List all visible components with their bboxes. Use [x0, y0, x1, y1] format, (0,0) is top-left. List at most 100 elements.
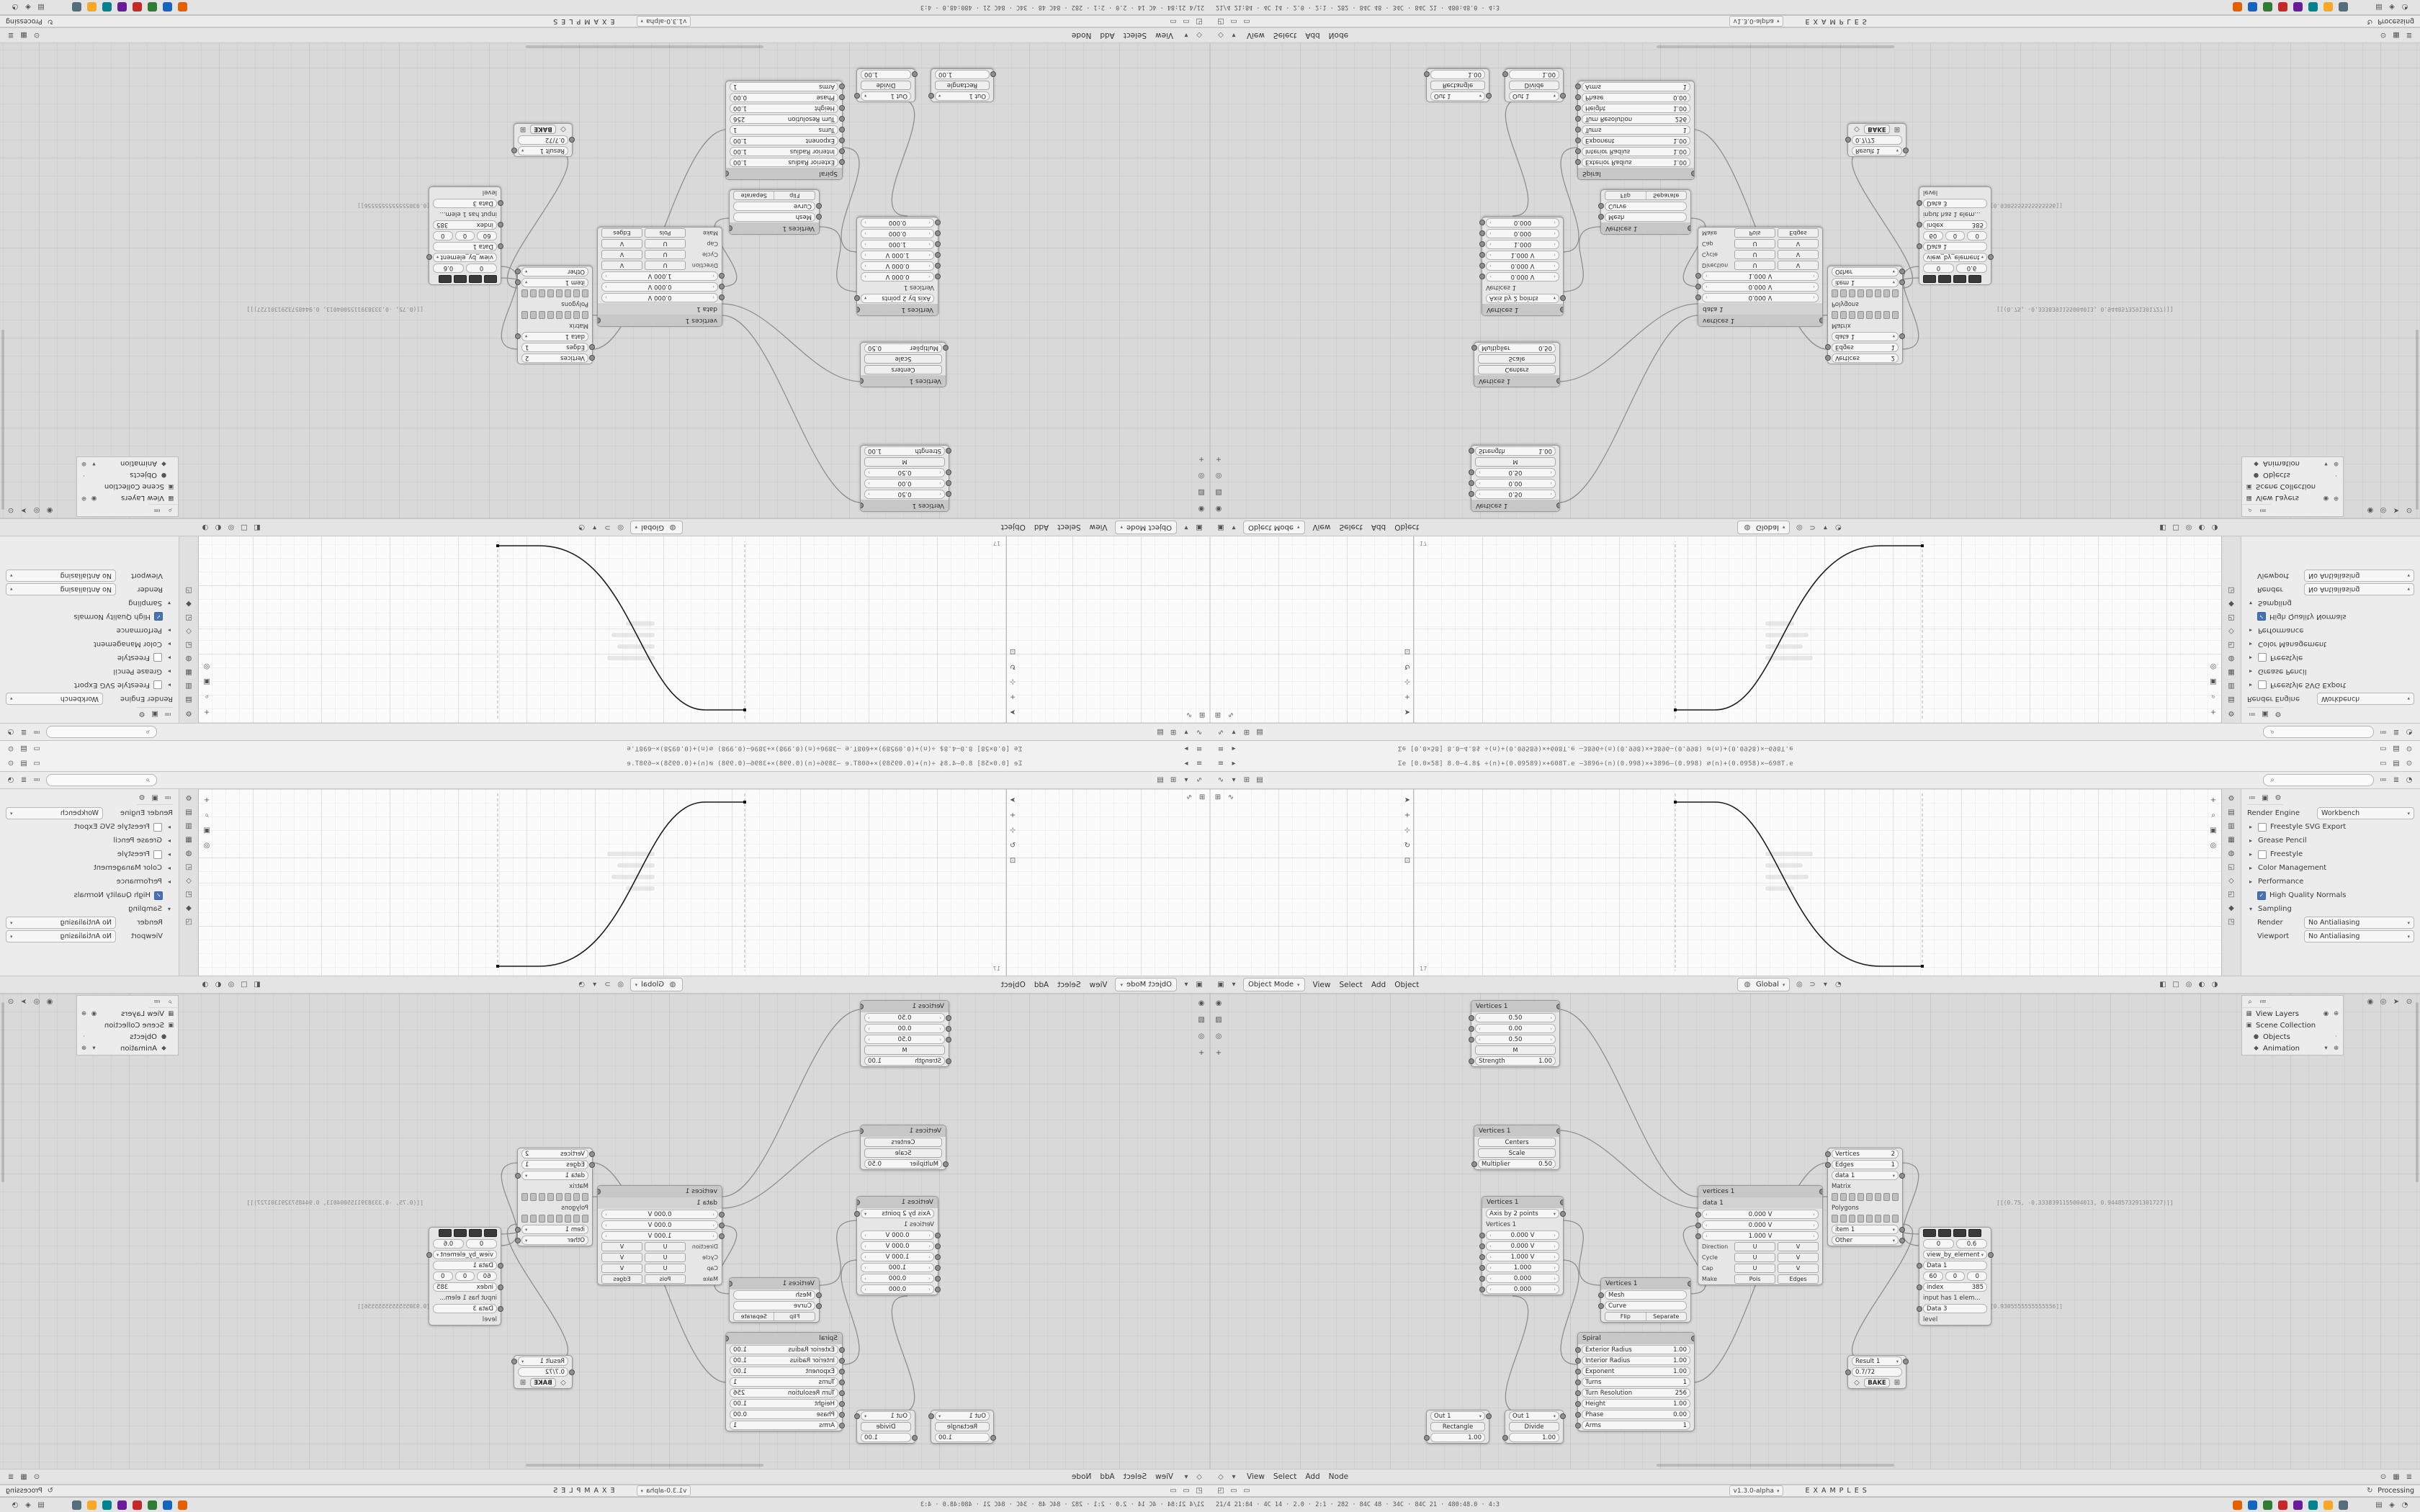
menu-object[interactable]: Object: [1000, 523, 1026, 532]
mouse-left-icon[interactable]: ◰: [1196, 17, 1203, 25]
input-socket[interactable]: [1575, 94, 1581, 100]
output-socket[interactable]: [730, 225, 732, 231]
matrix-cell[interactable]: [539, 289, 545, 297]
caret-right-icon[interactable]: ▸: [2249, 682, 2252, 688]
grid-cell-v[interactable]: V: [601, 1264, 642, 1273]
section-grease-pencil[interactable]: Grease Pencil: [2258, 667, 2307, 675]
node-number-field[interactable]: ‹0.000 V›: [1486, 272, 1559, 282]
output-socket[interactable]: [1903, 148, 1909, 153]
snap-magnet-icon[interactable]: ⊃: [1809, 523, 1816, 531]
input-socket[interactable]: [498, 1263, 503, 1269]
cursor-tool-icon[interactable]: +: [1404, 811, 1411, 819]
node-number-field[interactable]: ‹0.000›: [861, 218, 934, 228]
camera-icon[interactable]: ◉: [46, 997, 53, 1006]
node-slider-1-00[interactable]: 1.00: [935, 70, 990, 79]
menu-select[interactable]: Select: [1123, 31, 1147, 40]
chevron-down-icon[interactable]: ▾: [1232, 1472, 1236, 1481]
editor-type-icon[interactable]: ∿: [1186, 793, 1193, 801]
node-field[interactable]: 0: [466, 264, 497, 273]
input-socket[interactable]: [1825, 344, 1831, 350]
mouse-left-icon[interactable]: ◰: [1217, 1487, 1224, 1495]
input-socket[interactable]: [1598, 214, 1604, 220]
node-select-result-1[interactable]: Result 1▾: [518, 146, 568, 156]
eye-icon[interactable]: ◎: [2380, 997, 2387, 1006]
grid-toggle-icon[interactable]: ◎: [2210, 662, 2217, 671]
input-socket[interactable]: [946, 1058, 951, 1064]
input-socket[interactable]: [1469, 1026, 1474, 1032]
section-performance[interactable]: Performance: [116, 626, 162, 634]
filter-icon[interactable]: ≔: [33, 728, 40, 736]
section-freestyle-svg-export[interactable]: Freestyle SVG Export: [2270, 681, 2347, 689]
matrix-cell[interactable]: [1892, 1193, 1899, 1201]
add-icon[interactable]: ⊕: [2333, 1010, 2339, 1017]
input-socket[interactable]: [839, 1423, 845, 1428]
taskbar-app-icon[interactable]: [2248, 2, 2257, 12]
mouse-right-icon[interactable]: ▭: [1243, 1487, 1250, 1495]
input-socket[interactable]: [935, 220, 941, 225]
node-select-data-1[interactable]: data 1▾: [521, 1171, 588, 1180]
editor-type-icon[interactable]: ◇: [1218, 31, 1224, 40]
stepper-left-icon[interactable]: ‹: [928, 1286, 931, 1292]
camera-icon[interactable]: ◉: [2367, 997, 2374, 1006]
node-field-0-7-72[interactable]: 0.7/72: [518, 1367, 568, 1377]
shading-wire-icon[interactable]: ◐: [215, 981, 222, 989]
input-socket[interactable]: [1575, 1412, 1581, 1418]
node-number-field[interactable]: ‹0.00›: [864, 1024, 945, 1033]
node-button-scale[interactable]: Scale: [1478, 354, 1556, 364]
node-select-view-by-element[interactable]: view_by_element▾: [433, 253, 497, 262]
menu-add[interactable]: Add: [1034, 523, 1049, 532]
tab-render[interactable]: ⚙: [2228, 709, 2235, 718]
matrix-cell[interactable]: [582, 289, 588, 297]
stepper-right-icon[interactable]: ›: [864, 1264, 866, 1271]
prop-select-render[interactable]: No Antialiasing▾: [2304, 583, 2414, 595]
section-color-management[interactable]: Color Management: [93, 640, 162, 648]
stepper-right-icon[interactable]: ›: [1813, 1222, 1815, 1228]
matrix-cell[interactable]: [530, 289, 537, 297]
node-number-field[interactable]: ‹0.000 V›: [601, 293, 718, 302]
stepper-right-icon[interactable]: ›: [864, 1243, 866, 1249]
node-field[interactable]: 0.6: [1956, 264, 1987, 273]
version-select[interactable]: v1.3.0-alpha ▾: [1729, 16, 1784, 27]
tray-icon[interactable]: ▤: [2375, 3, 2383, 12]
add-icon[interactable]: ⊕: [81, 495, 87, 502]
tab-world[interactable]: ◍: [185, 654, 192, 663]
menu-add[interactable]: Add: [1034, 980, 1049, 989]
pin-icon[interactable]: ▭: [33, 744, 40, 752]
mouse-right-icon[interactable]: ▭: [1243, 17, 1250, 25]
search-input[interactable]: [50, 775, 140, 785]
stepper-left-icon[interactable]: ‹: [939, 1036, 941, 1043]
overlays-icon[interactable]: ▦: [20, 31, 27, 40]
taskbar-app-icon[interactable]: [133, 1500, 142, 1510]
stepper-right-icon[interactable]: ›: [1554, 1275, 1556, 1282]
input-socket[interactable]: [935, 274, 941, 279]
matrix-cell[interactable]: [1832, 311, 1838, 319]
disclosure-icon[interactable]: ▸: [1232, 744, 1236, 752]
search-box[interactable]: ⌕: [46, 726, 157, 738]
section-freestyle-svg-export[interactable]: Freestyle SVG Export: [73, 823, 150, 831]
toggle-m[interactable]: M: [865, 1046, 944, 1054]
editor-type-icon[interactable]: ◇: [1196, 31, 1202, 40]
dot-icon[interactable]: ·: [2335, 1033, 2337, 1040]
input-socket[interactable]: [946, 480, 951, 486]
tab-scene[interactable]: ▦: [185, 668, 192, 677]
bake-refresh-icon[interactable]: ◇: [1854, 125, 1860, 133]
curve-endpoint[interactable]: [743, 708, 746, 711]
search-box[interactable]: ⌕: [2263, 726, 2374, 738]
menu-select[interactable]: Select: [1273, 31, 1297, 40]
target-icon[interactable]: ⊙: [2406, 760, 2413, 768]
search-input[interactable]: [2280, 775, 2370, 785]
gizmos-icon[interactable]: □: [241, 523, 248, 531]
caret-right-icon[interactable]: ▸: [168, 641, 171, 647]
input-socket[interactable]: [1479, 1233, 1485, 1238]
pointer-icon[interactable]: ➤: [2393, 997, 2400, 1006]
graph-editor-area[interactable]: ⊞∿ ➤+⊹↻⊡: [1210, 789, 1414, 976]
